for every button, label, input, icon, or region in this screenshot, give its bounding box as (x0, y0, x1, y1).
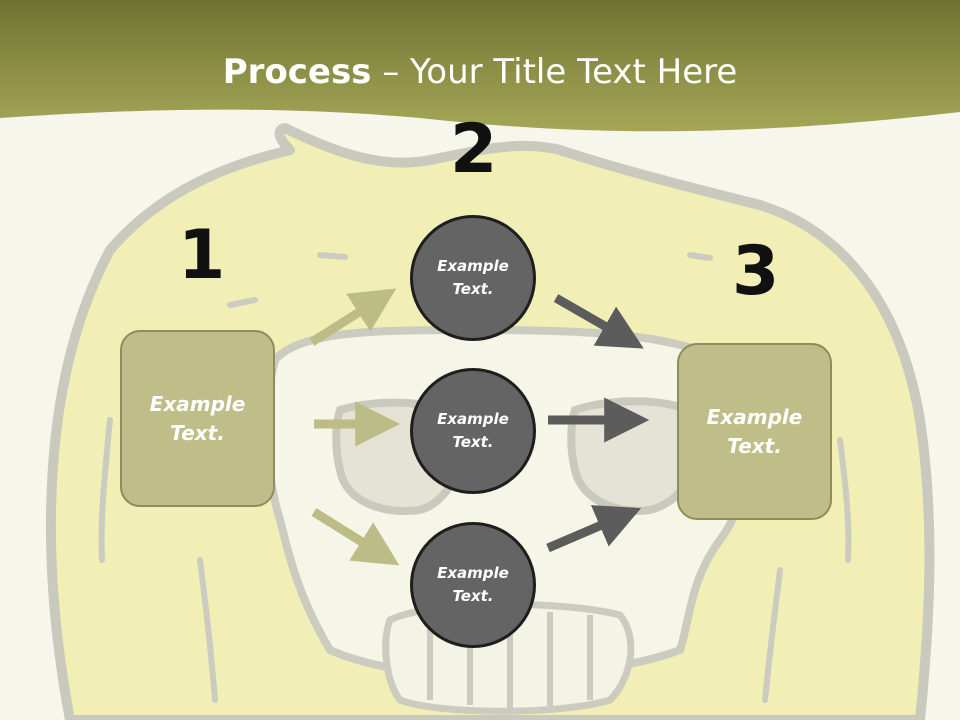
arrow-bottom-to-3 (546, 505, 642, 553)
title-bold: Process (222, 52, 372, 92)
slide-title: Process – Your Title Text Here (0, 52, 960, 92)
step-number-3: 3 (732, 232, 780, 311)
step-number-1: 1 (178, 216, 226, 295)
arrow-1-to-bottom (311, 508, 400, 566)
step-number-2: 2 (450, 110, 498, 189)
title-rest: – Your Title Text Here (371, 52, 738, 92)
arrow-1-to-top (309, 288, 397, 346)
arrow-top-to-3 (553, 294, 644, 349)
